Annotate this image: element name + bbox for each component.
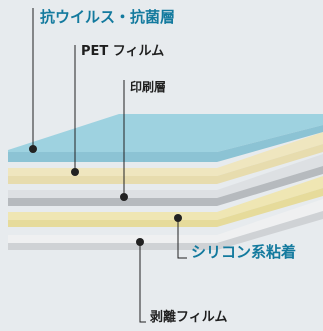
antiviral-top — [8, 114, 323, 152]
adhesive-top — [8, 176, 323, 220]
print-top — [8, 154, 323, 198]
release-film-top — [8, 199, 323, 243]
adhesive-layer — [8, 176, 323, 227]
print-marker-dot — [120, 193, 128, 201]
pet-film-label: PET フィルム — [81, 44, 165, 59]
pet-film-layer — [8, 132, 323, 184]
pet-marker-dot — [71, 168, 79, 176]
adhesive-marker-dot — [174, 214, 182, 222]
adhesive-label: シリコン系粘着 — [191, 243, 297, 261]
adhesive-side — [8, 188, 323, 227]
antiviral-layer — [8, 114, 323, 162]
print-layer — [8, 154, 323, 206]
release-film-label: 剥離フィルム — [150, 310, 228, 325]
adhesive-leader-line — [177, 218, 187, 259]
pet-film-top — [8, 132, 323, 176]
antiviral-layer-label: 抗ウイルス・抗菌層 — [40, 8, 176, 26]
release-film-layer — [8, 199, 323, 250]
release-leader-line — [139, 242, 146, 323]
release-marker-dot — [136, 238, 144, 246]
release-film-side — [8, 211, 323, 250]
antiviral-front — [8, 125, 323, 162]
antiviral-marker-dot — [29, 145, 37, 153]
pet-film-side — [8, 144, 323, 184]
print-layer-label: 印刷層 — [130, 80, 167, 94]
print-side — [8, 166, 323, 206]
